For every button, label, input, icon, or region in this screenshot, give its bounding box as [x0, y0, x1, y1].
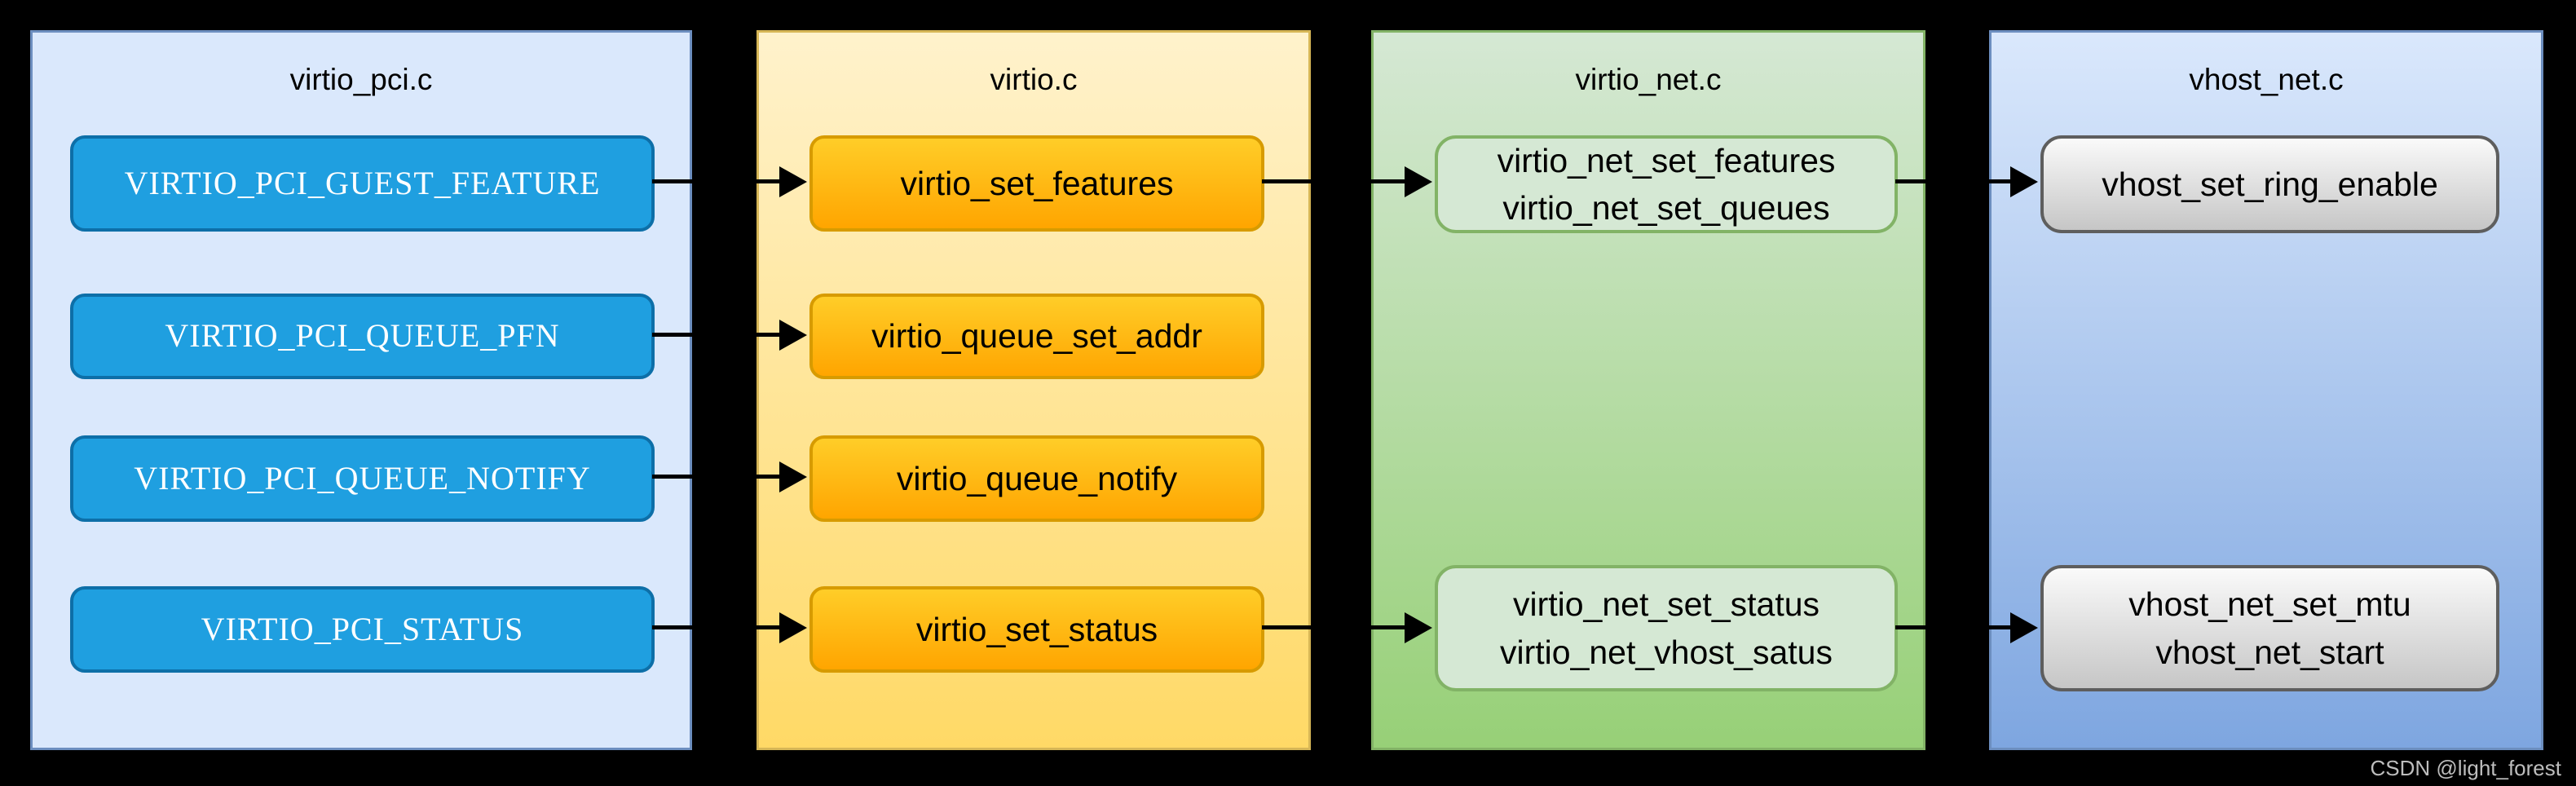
node-label: VIRTIO_PCI_STATUS: [201, 610, 524, 647]
node-vhost-set-ring-enable: vhost_set_ring_enable: [2040, 135, 2499, 233]
node-label: vhost_set_ring_enable: [2102, 165, 2438, 203]
arrow-queue-pfn-to-queue-set-addr: [652, 333, 779, 337]
arrow-set-status-to-net-set-status: [1262, 625, 1405, 629]
node-label: VIRTIO_PCI_QUEUE_NOTIFY: [134, 459, 591, 497]
panel-virtio: virtio.c virtio_set_features virtio_queu…: [756, 30, 1311, 750]
panel-virtio-pci-title: virtio_pci.c: [289, 63, 433, 96]
arrow-net-set-features-to-set-ring-enable: [1895, 179, 2010, 183]
panel-vhost-net-title: vhost_net.c: [2189, 63, 2344, 96]
arrow-queue-notify-to-queue-notify: [652, 475, 779, 479]
node-label: virtio_queue_notify: [896, 459, 1178, 497]
node-label: VIRTIO_PCI_QUEUE_PFN: [165, 317, 560, 355]
node-virtio-pci-status: VIRTIO_PCI_STATUS: [70, 586, 655, 673]
panel-virtio-net-title: virtio_net.c: [1575, 63, 1722, 96]
node-label-line2: virtio_net_set_queues: [1502, 189, 1830, 227]
arrow-set-features-to-net-set-features: [1262, 179, 1405, 183]
node-virtio-pci-guest-feature: VIRTIO_PCI_GUEST_FEATURE: [70, 135, 655, 232]
node-label: VIRTIO_PCI_GUEST_FEATURE: [124, 164, 601, 201]
panel-vhost-net: vhost_net.c vhost_set_ring_enable vhost_…: [1989, 30, 2543, 750]
node-label-line1: vhost_net_set_mtu: [2128, 585, 2411, 624]
node-label-line1: virtio_net_set_features: [1497, 141, 1836, 179]
panel-virtio-pci: virtio_pci.c VIRTIO_PCI_GUEST_FEATURE VI…: [30, 30, 692, 750]
node-label-line2: virtio_net_vhost_satus: [1500, 633, 1833, 671]
node-label: virtio_set_status: [915, 610, 1158, 648]
node-virtio-queue-set-addr: virtio_queue_set_addr: [809, 294, 1264, 379]
node-virtio-set-status: virtio_set_status: [809, 586, 1264, 673]
node-virtio-pci-queue-pfn: VIRTIO_PCI_QUEUE_PFN: [70, 294, 655, 379]
arrow-pci-status-to-set-status: [652, 625, 779, 629]
node-virtio-pci-queue-notify: VIRTIO_PCI_QUEUE_NOTIFY: [70, 435, 655, 522]
node-label-line1: virtio_net_set_status: [1512, 585, 1820, 624]
node-label: virtio_set_features: [900, 164, 1174, 202]
panel-virtio-title: virtio.c: [990, 63, 1078, 96]
arrow-guest-feature-to-set-features: [652, 179, 779, 183]
node-label-line2: vhost_net_start: [2155, 633, 2384, 671]
node-virtio-queue-notify: virtio_queue_notify: [809, 435, 1264, 522]
node-virtio-net-set-features-queues: virtio_net_set_features virtio_net_set_q…: [1435, 135, 1898, 233]
arrow-net-set-status-to-net-set-mtu: [1895, 625, 2010, 629]
node-virtio-net-set-status-vhost-satus: virtio_net_set_status virtio_net_vhost_s…: [1435, 565, 1898, 691]
node-virtio-set-features: virtio_set_features: [809, 135, 1264, 232]
panel-virtio-net: virtio_net.c virtio_net_set_features vir…: [1371, 30, 1925, 750]
node-label: virtio_queue_set_addr: [871, 317, 1202, 355]
node-vhost-net-set-mtu-start: vhost_net_set_mtu vhost_net_start: [2040, 565, 2499, 691]
watermark-text: CSDN @light_forest: [2370, 756, 2561, 780]
